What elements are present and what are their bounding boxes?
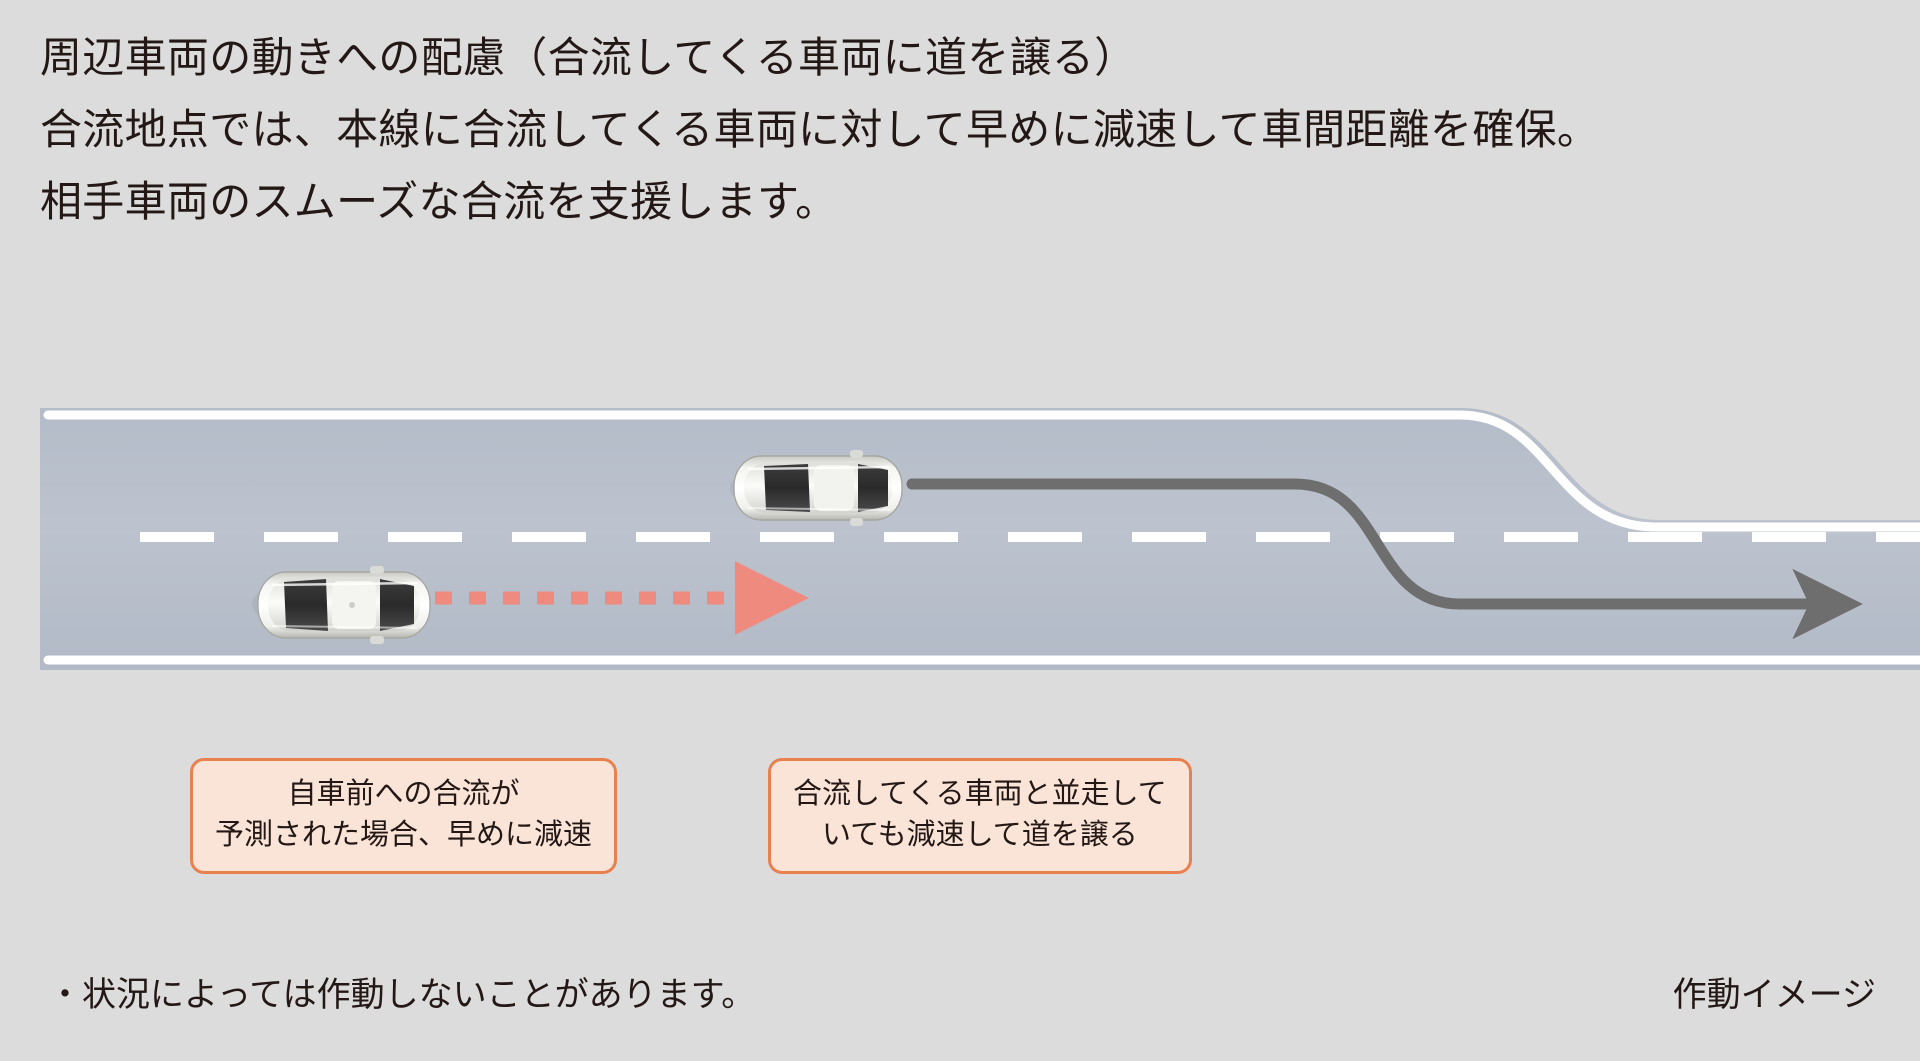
heading-line-3: 相手車両のスムーズな合流を支援します。 (40, 178, 838, 226)
road-diagram (40, 408, 1920, 730)
heading-block: 周辺車両の動きへの配慮（合流してくる車両に道を譲る） 合流地点では、本線に合流し… (40, 22, 1900, 239)
heading-line-1: 周辺車両の動きへの配慮（合流してくる車両に道を譲る） (40, 34, 1137, 81)
callout-early-deceleration: 自車前への合流が 予測された場合、早めに減速 (190, 758, 618, 875)
callout-left-line-2: 予測された場合、早めに減速 (215, 819, 593, 852)
footer-disclaimer: ・状況によっては作動しないことがあります。 (48, 976, 756, 1014)
callout-left-line-1: 自車前への合流が (287, 778, 520, 810)
callout-right-line-1: 合流してくる車両と並走して (793, 778, 1167, 810)
callout-yield-while-parallel: 合流してくる車両と並走して いても減速して道を譲る (768, 758, 1192, 875)
callout-right-line-2: いても減速して道を譲る (822, 819, 1138, 852)
footer-image-caption: 作動イメージ (1672, 976, 1876, 1014)
merge-path-arrow (906, 478, 1863, 640)
road-edge-lines (43, 410, 1920, 665)
heading-line-2: 合流地点では、本線に合流してくる車両に対して早めに減速して車間距離を確保。 (40, 106, 1600, 154)
ego-vehicle (252, 566, 431, 644)
merging-vehicle (730, 450, 903, 526)
